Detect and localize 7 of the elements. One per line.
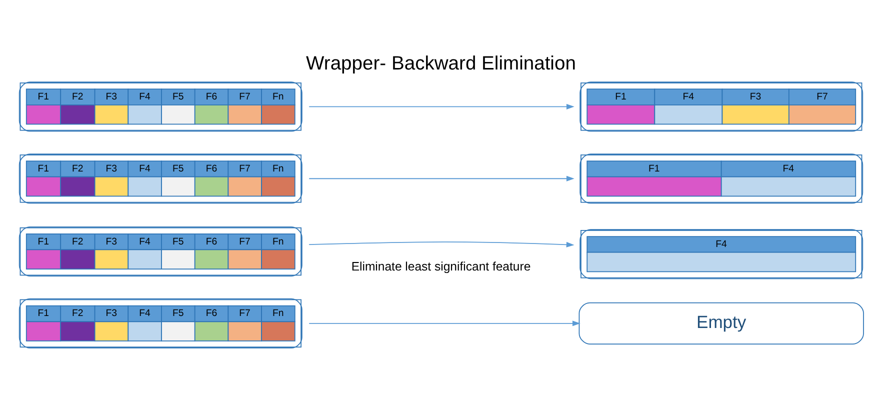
diagram-title: Wrapper- Backward Elimination (306, 52, 576, 74)
label: Eliminate least significant feature (351, 258, 531, 273)
arrow (308, 241, 574, 247)
node-box: Empty (578, 302, 864, 344)
arrow (308, 320, 580, 326)
arrow (308, 103, 574, 109)
arrow (308, 175, 574, 181)
